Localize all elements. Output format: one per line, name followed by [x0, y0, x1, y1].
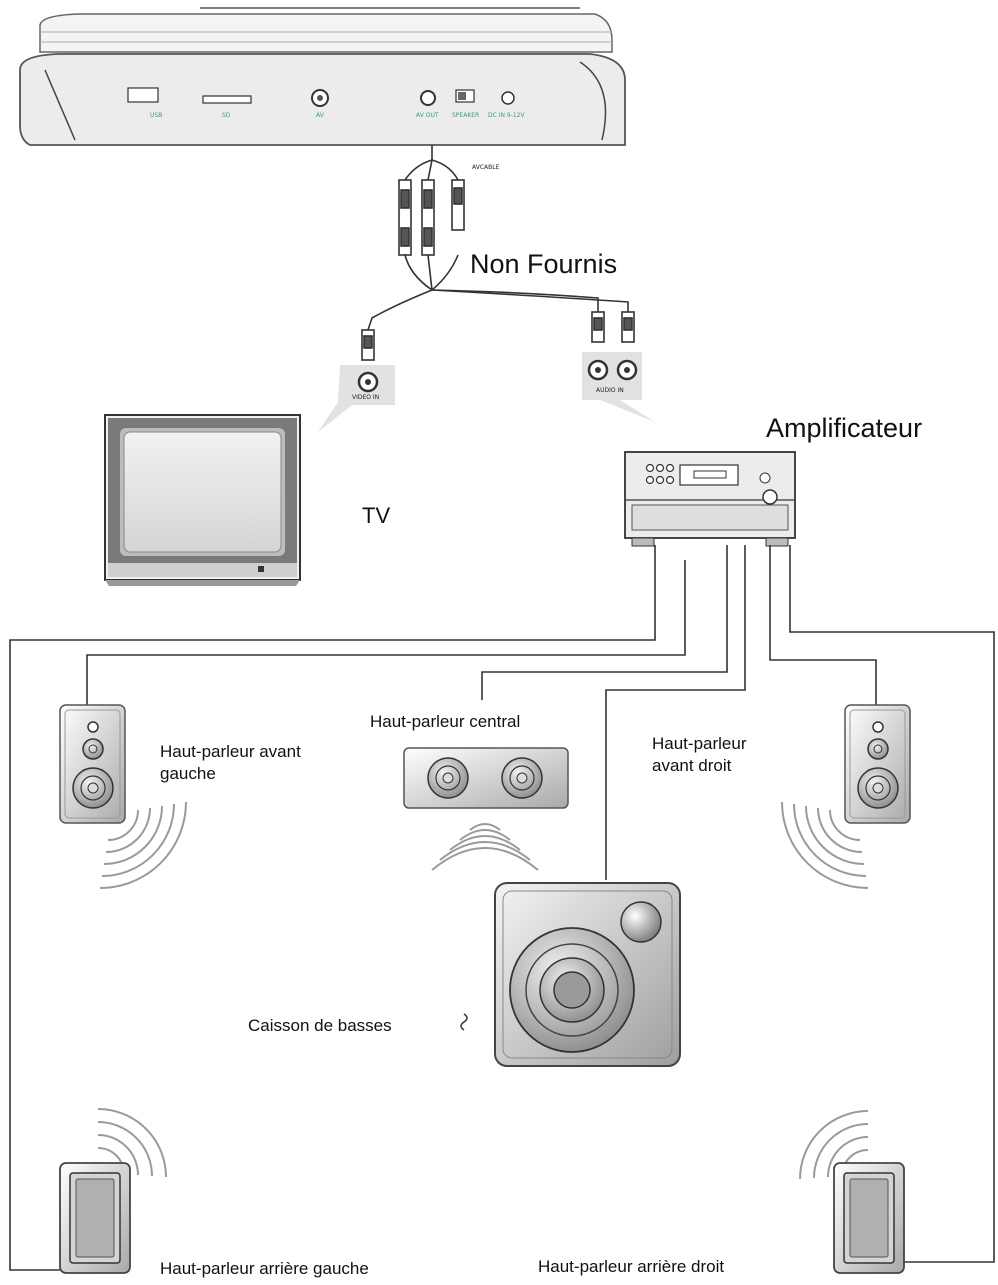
front-left-speaker-label: Haut-parleur avant gauche	[160, 742, 301, 783]
av-out-jack-icon	[420, 90, 436, 106]
av-cable-label: AVCABLE	[472, 164, 500, 171]
not-supplied-label: Non Fournis	[470, 249, 618, 279]
sound-waves-icon	[781, 801, 869, 889]
port-label-speaker: SPEAKER	[452, 112, 479, 119]
amplifier-icon	[624, 451, 796, 547]
sound-waves-icon	[799, 1110, 869, 1180]
rca-plug-icon	[451, 179, 465, 231]
port-label-dc-in: DC IN 9-12V	[488, 112, 525, 119]
port-label-av-out: AV OUT	[416, 112, 439, 119]
front-right-speaker-label: Haut-parleur avant droit	[652, 734, 747, 775]
rca-plug-icon	[421, 179, 435, 256]
tv-label: TV	[362, 503, 391, 528]
rca-plug-icon	[361, 329, 375, 361]
front-right-speaker-icon	[844, 704, 911, 824]
portable-dvd-player: USB SD AV AV OUT SPEAKER DC IN 9-12V	[19, 7, 626, 146]
port-label-usb: USB	[150, 112, 162, 119]
sd-slot-icon	[202, 95, 252, 104]
usb-port-icon	[127, 87, 159, 103]
audio-in-label: AUDIO IN	[596, 387, 624, 394]
port-label-av: AV	[316, 112, 325, 119]
av-cable	[361, 145, 635, 361]
amplifier-label: Amplificateur	[766, 413, 923, 443]
audio-in-callout: AUDIO IN	[582, 352, 655, 422]
front-left-speaker-icon	[59, 704, 126, 824]
tv-icon	[104, 414, 301, 586]
video-in-label: VIDEO IN	[352, 394, 379, 401]
speaker-wires	[9, 545, 995, 1271]
video-in-callout: VIDEO IN	[318, 365, 395, 432]
subwoofer-label: Caisson de basses	[248, 1016, 392, 1035]
center-speaker-icon	[403, 747, 569, 809]
port-label-sd: SD	[222, 112, 231, 119]
rear-left-speaker-icon	[59, 1162, 131, 1274]
subwoofer-icon	[494, 882, 681, 1067]
rear-right-speaker-icon	[833, 1162, 905, 1274]
rear-left-speaker-label: Haut-parleur arrière gauche	[160, 1259, 369, 1278]
sound-waves-icon	[431, 823, 539, 871]
rca-plug-icon	[591, 311, 605, 343]
sound-waves-icon	[99, 801, 187, 889]
rca-plug-icon	[398, 179, 412, 256]
center-speaker-label: Haut-parleur central	[370, 712, 521, 731]
dc-in-jack-icon	[501, 91, 515, 105]
rca-plug-icon	[621, 311, 635, 343]
rear-right-speaker-label: Haut-parleur arrière droit	[538, 1257, 725, 1276]
